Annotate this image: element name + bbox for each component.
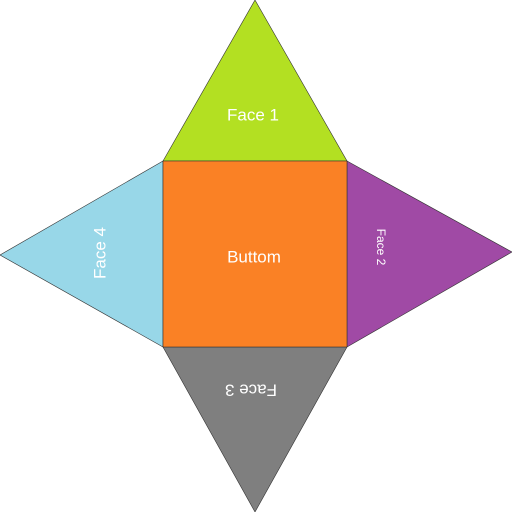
face-3-triangle bbox=[162, 346, 348, 512]
face-2-triangle bbox=[346, 160, 512, 348]
face-4-label: Face 4 bbox=[90, 227, 109, 279]
face-3-label: Face 3 bbox=[225, 381, 277, 400]
face-1-triangle bbox=[162, 0, 348, 162]
bottom-square bbox=[162, 160, 348, 348]
bottom-label: Buttom bbox=[227, 247, 281, 266]
face-2-label: Face 2 bbox=[374, 229, 388, 266]
face-4-triangle bbox=[0, 160, 164, 348]
face-1-label: Face 1 bbox=[227, 105, 279, 124]
